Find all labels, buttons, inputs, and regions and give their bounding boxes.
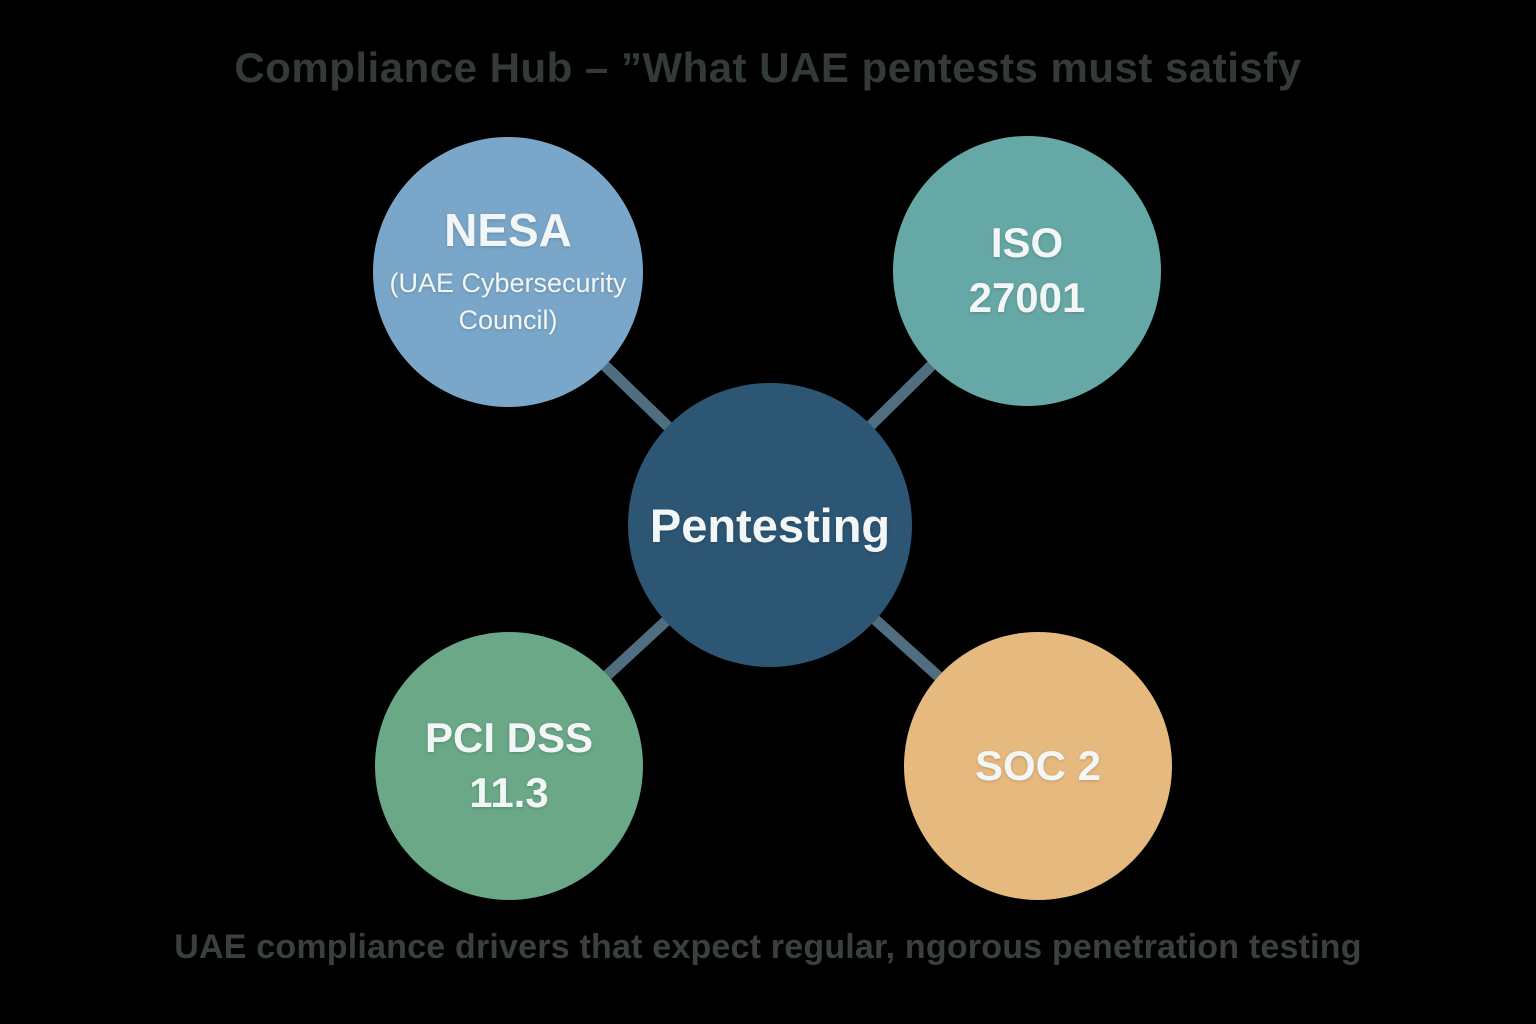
- node-label: Pentesting: [649, 498, 891, 552]
- node-label: 11.3: [469, 769, 549, 816]
- node-label: SOC 2: [974, 741, 1102, 789]
- node-label: NESA: [444, 203, 572, 256]
- diagram-caption: UAE compliance drivers that expect regul…: [174, 928, 1362, 966]
- diagram-title: Compliance Hub – ”What UAE pentests must…: [234, 44, 1302, 91]
- spoke-node-nesa: NESA (UAE Cybersecurity Council): [373, 137, 643, 407]
- node-label: PCI DSS: [424, 714, 594, 762]
- node-sublabel: (UAE Cybersecurity Council): [389, 267, 627, 336]
- spoke-node-soc-2: SOC 2: [904, 632, 1172, 900]
- node-label: 27001: [968, 274, 1086, 321]
- node-label: ISO: [990, 219, 1064, 267]
- spoke-node-iso-27001: ISO 27001: [893, 136, 1161, 406]
- spoke-node-pci-dss: PCI DSS 11.3: [375, 632, 643, 900]
- hub-node-pentesting: Pentesting: [628, 383, 912, 667]
